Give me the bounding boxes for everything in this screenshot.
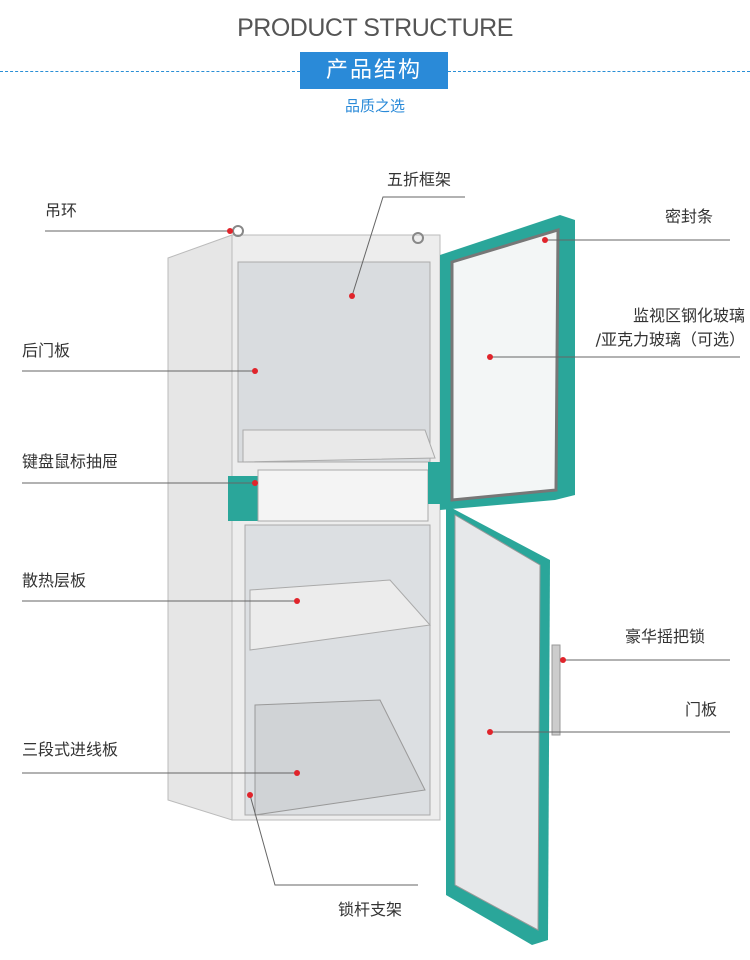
title-chinese: 产品结构 xyxy=(300,52,448,89)
label-drawer: 键盘鼠标抽屉 xyxy=(22,452,119,471)
upper-shelf xyxy=(242,429,436,463)
divider-left xyxy=(0,71,300,72)
label-lock: 豪华摇把锁 xyxy=(625,627,706,646)
label-shelf: 散热层板 xyxy=(22,571,87,590)
lower-door-panel xyxy=(454,514,541,931)
label-lifting-ring: 吊环 xyxy=(45,201,78,220)
title-english: PRODUCT STRUCTURE xyxy=(237,14,513,42)
label-frame: 五折框架 xyxy=(387,170,452,189)
leader-lines xyxy=(22,196,740,886)
keyboard-drawer xyxy=(257,469,429,522)
subtitle: 品质之选 xyxy=(344,97,405,115)
label-door: 门板 xyxy=(685,700,718,719)
divider-right xyxy=(448,71,750,72)
upper-door-glass xyxy=(450,227,560,502)
label-seal: 密封条 xyxy=(665,207,714,226)
cabinet-side xyxy=(167,234,233,821)
upper-compartment xyxy=(237,261,431,463)
label-cable-plate: 三段式进线板 xyxy=(22,740,119,759)
label-glass-line1: 监视区钢化玻璃 xyxy=(632,306,745,325)
label-lock-bracket: 锁杆支架 xyxy=(338,900,403,919)
cable-entry-plate xyxy=(254,699,426,816)
heat-shelf xyxy=(249,579,431,651)
label-rear-panel: 后门板 xyxy=(22,341,71,360)
label-glass-line2: /亚克力玻璃（可选） xyxy=(595,330,745,349)
lifting-ring-right xyxy=(412,232,424,244)
marker-dots xyxy=(227,228,566,798)
swing-handle-lock xyxy=(551,644,561,736)
